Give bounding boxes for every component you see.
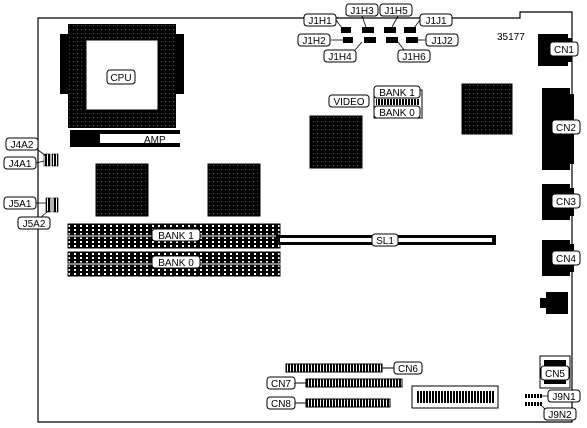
simm-bank1-label: BANK 1 <box>151 228 201 242</box>
chipset-chip-1 <box>95 163 149 217</box>
svg-text:J1H4: J1H4 <box>328 52 352 63</box>
j1h5-label: J1H5 <box>379 3 413 17</box>
svg-text:CN2: CN2 <box>556 123 576 134</box>
svg-text:BANK 1: BANK 1 <box>158 231 194 242</box>
video-bank0-label: BANK 0 <box>373 105 421 119</box>
svg-text:SL1: SL1 <box>376 236 394 247</box>
svg-text:CPU: CPU <box>110 73 131 84</box>
cn5-label: CN5 <box>540 365 570 381</box>
j1h1-label: J1H1 <box>303 13 337 27</box>
j9n-jumpers <box>524 394 542 406</box>
cn6-header <box>285 363 383 373</box>
video-bank-pins <box>376 99 420 105</box>
j9n2-label: J9N2 <box>543 407 577 421</box>
sl1-label: SL1 <box>371 233 399 247</box>
svg-text:J9N1: J9N1 <box>552 392 576 403</box>
top-jumper-leaders <box>331 15 426 51</box>
j1h4-label: J1H4 <box>323 49 357 63</box>
j4a-leaders <box>35 149 47 164</box>
svg-text:CN3: CN3 <box>556 197 576 208</box>
svg-text:J5A2: J5A2 <box>23 219 46 230</box>
svg-text:CN1: CN1 <box>554 45 574 56</box>
cn7-header <box>305 378 403 388</box>
svg-text:CN4: CN4 <box>556 254 576 265</box>
j1h6-label: J1H6 <box>397 49 431 63</box>
chipset-chip-2 <box>207 163 261 217</box>
cn1-label: CN1 <box>549 41 579 57</box>
svg-text:CN6: CN6 <box>398 364 418 375</box>
cn2-label: CN2 <box>551 119 581 135</box>
j1j2-label: J1J2 <box>425 33 459 47</box>
cn7-label: CN7 <box>266 376 296 390</box>
top-jumper-block <box>341 27 418 43</box>
cpu-label: CPU <box>106 69 136 85</box>
svg-text:J9N2: J9N2 <box>548 410 572 421</box>
j4a-jumpers <box>43 153 59 167</box>
svg-text:J1H3: J1H3 <box>350 6 374 17</box>
svg-text:J1J2: J1J2 <box>431 36 453 47</box>
svg-text:J1H1: J1H1 <box>308 16 332 27</box>
cn6-label: CN6 <box>393 361 423 375</box>
svg-text:CN8: CN8 <box>271 399 291 410</box>
j1h3-label: J1H3 <box>345 3 379 17</box>
svg-text:BANK 0: BANK 0 <box>158 258 194 269</box>
j1j1-label: J1J1 <box>419 13 453 27</box>
svg-text:J4A1: J4A1 <box>9 159 32 170</box>
j5a1-label: J5A1 <box>3 196 37 210</box>
video-bank1-label: BANK 1 <box>373 85 421 99</box>
cpu-socket <box>60 24 184 128</box>
svg-text:J1J1: J1J1 <box>425 16 447 27</box>
svg-text:BANK 1: BANK 1 <box>379 88 415 99</box>
svg-text:BANK 0: BANK 0 <box>379 108 415 119</box>
svg-text:CN5: CN5 <box>545 369 565 380</box>
j5a2-label: J5A2 <box>17 216 51 230</box>
j5a-jumpers <box>45 197 59 213</box>
svg-text:CN7: CN7 <box>271 379 291 390</box>
cn8-header <box>305 398 391 408</box>
simm-bank0-label: BANK 0 <box>151 255 201 269</box>
cn3-label: CN3 <box>551 193 581 209</box>
svg-text:J4A2: J4A2 <box>11 140 34 151</box>
j4a2-label: J4A2 <box>5 137 39 151</box>
chipset-chip-3 <box>309 115 363 169</box>
j4a1-label: J4A1 <box>3 156 37 170</box>
bios-pins <box>416 391 494 403</box>
video-chip <box>461 83 513 135</box>
figure-id: 35177 <box>497 32 525 43</box>
svg-text:AMP: AMP <box>144 135 166 146</box>
cn8-label: CN8 <box>266 396 296 410</box>
cn4-label: CN4 <box>551 250 581 266</box>
svg-text:J1H6: J1H6 <box>402 52 426 63</box>
audio-jack <box>540 292 568 314</box>
svg-text:J1H2: J1H2 <box>302 36 326 47</box>
svg-text:J1H5: J1H5 <box>384 6 408 17</box>
svg-text:J5A1: J5A1 <box>9 199 32 210</box>
amp-lever: AMP <box>70 130 180 147</box>
video-label: VIDEO <box>328 94 370 108</box>
j1h2-label: J1H2 <box>297 33 331 47</box>
j9n1-label: J9N1 <box>547 389 581 403</box>
svg-text:VIDEO: VIDEO <box>333 97 364 108</box>
